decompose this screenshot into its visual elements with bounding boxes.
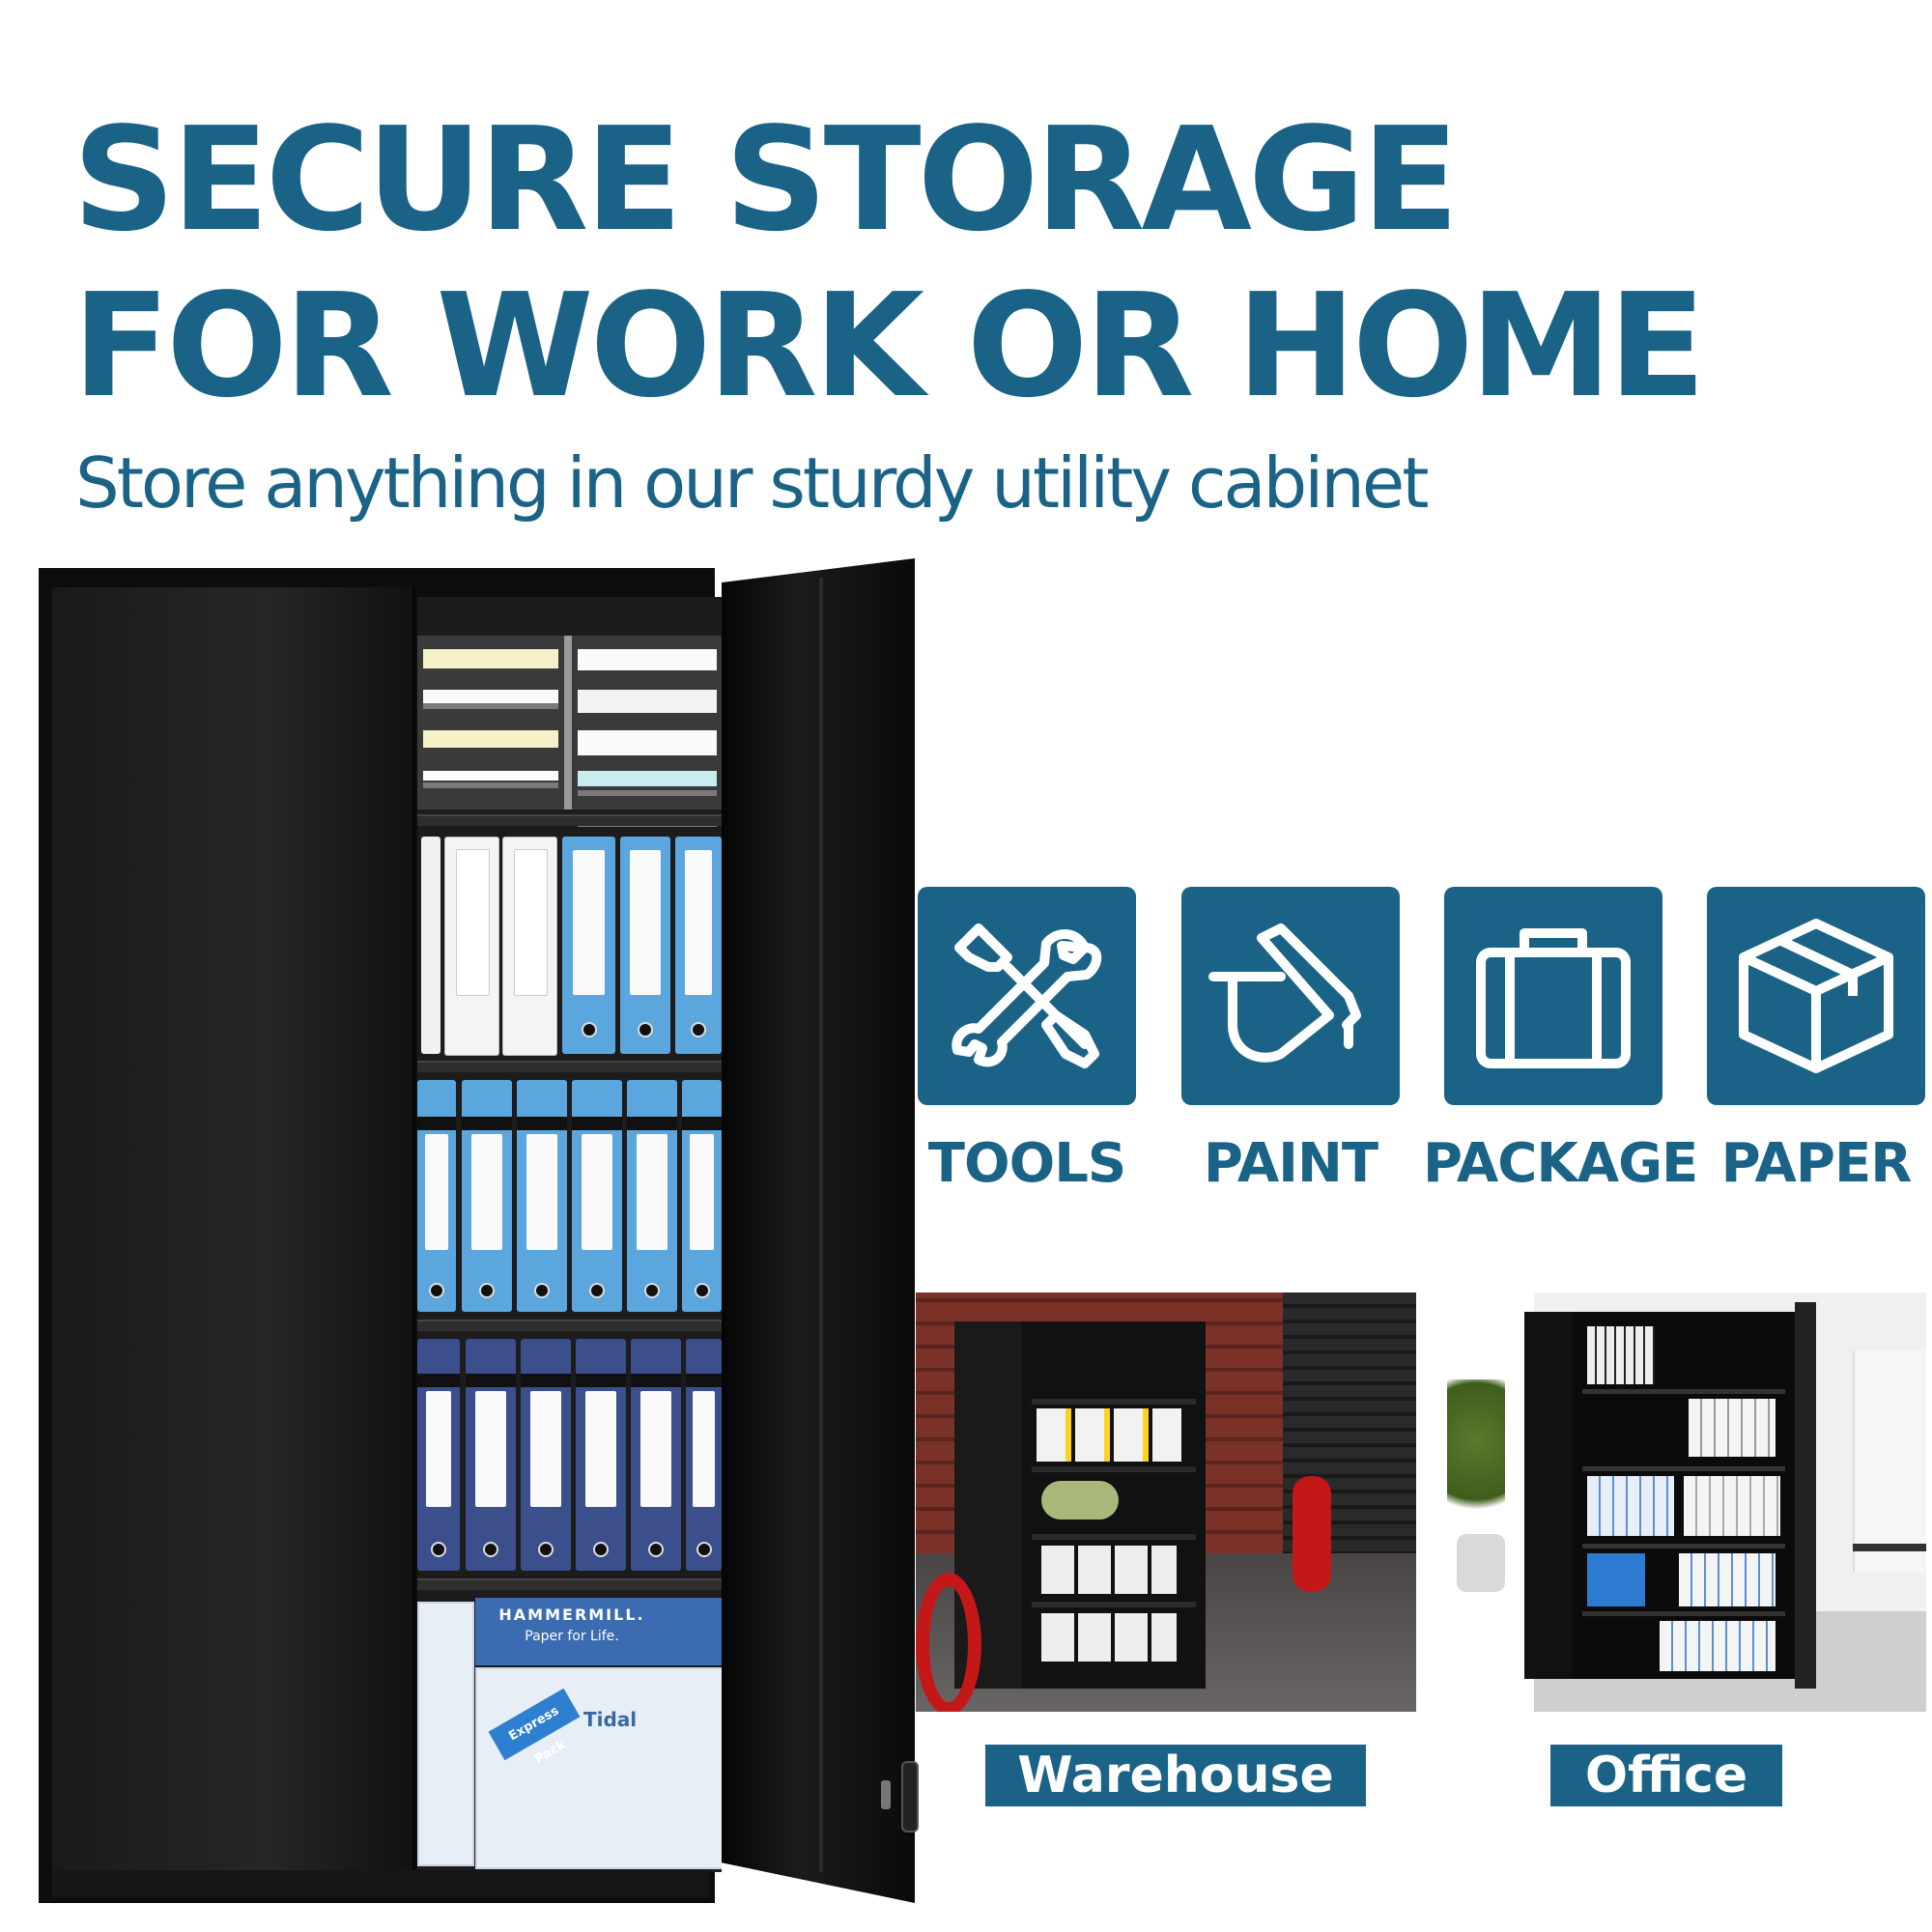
office-photo: [1428, 1293, 1926, 1712]
binder: [631, 1339, 681, 1571]
cabinet-interior: HAMMERMILL. Paper for Life. Express Pack…: [417, 597, 722, 1872]
cabinet-photo: HAMMERMILL. Paper for Life. Express Pack…: [39, 558, 919, 1903]
binder: [417, 1080, 456, 1312]
paper-box-lid: HAMMERMILL. Paper for Life.: [475, 1598, 722, 1665]
binder: [686, 1339, 722, 1571]
paint-bucket-icon: [1208, 923, 1361, 1063]
paper-box: Express Pack Tidal: [475, 1667, 722, 1869]
headline-line-2: FOR WORK OR HOME: [72, 263, 1706, 429]
lock-icon: [881, 1780, 891, 1809]
binder: [682, 1080, 722, 1312]
box-icon: [1739, 919, 1893, 1073]
door-handle: [901, 1761, 919, 1833]
headline-line-1: SECURE STORAGE: [72, 97, 1460, 263]
binder: [444, 837, 499, 1056]
binder: [675, 837, 722, 1054]
binder: [502, 837, 557, 1056]
paper-box-slogan: Paper for Life.: [525, 1629, 619, 1644]
paper-trays: [417, 636, 722, 827]
subheadline: Store anything in our sturdy utility cab…: [75, 442, 1429, 524]
tools-tile: [918, 887, 1136, 1105]
cabinet-left-door: [52, 587, 415, 1872]
category-label-paint: PAINT: [1203, 1132, 1378, 1195]
binder: [421, 837, 440, 1054]
binder: [562, 837, 615, 1054]
paper-box: [417, 1602, 474, 1866]
binder: [576, 1339, 626, 1571]
paper-box-brand: HAMMERMILL.: [498, 1605, 645, 1624]
binder: [521, 1339, 571, 1571]
package-tile: [1444, 887, 1662, 1105]
binder: [417, 1339, 460, 1571]
warehouse-photo: [916, 1293, 1416, 1712]
cabinet-right-door: [722, 558, 915, 1903]
cabinet-base: [52, 1870, 709, 1897]
paper-tile: [1707, 887, 1925, 1105]
binder: [462, 1080, 512, 1312]
shelf: [417, 814, 722, 826]
warehouse-label: Warehouse: [985, 1745, 1366, 1806]
briefcase-icon: [1476, 928, 1631, 1068]
paper-box-pack: Express Pack: [488, 1688, 581, 1767]
binder: [627, 1080, 677, 1312]
shelf: [417, 1320, 722, 1331]
category-label-package: PACKAGE: [1423, 1132, 1698, 1195]
category-label-tools: TOOLS: [927, 1132, 1126, 1195]
paint-tile: [1181, 887, 1400, 1105]
binder: [620, 837, 670, 1054]
binder: [572, 1080, 622, 1312]
door-ridge: [819, 578, 823, 1872]
shelf: [417, 1061, 722, 1072]
office-label: Office: [1550, 1745, 1782, 1806]
category-label-paper: PAPER: [1720, 1132, 1913, 1195]
headline: SECURE STORAGE FOR WORK OR HOME: [72, 97, 1706, 429]
binder: [517, 1080, 567, 1312]
binder: [466, 1339, 516, 1571]
wrench-screwdriver-icon: [952, 923, 1102, 1068]
paper-box-product: Tidal: [583, 1708, 638, 1731]
shelf: [417, 1578, 722, 1590]
